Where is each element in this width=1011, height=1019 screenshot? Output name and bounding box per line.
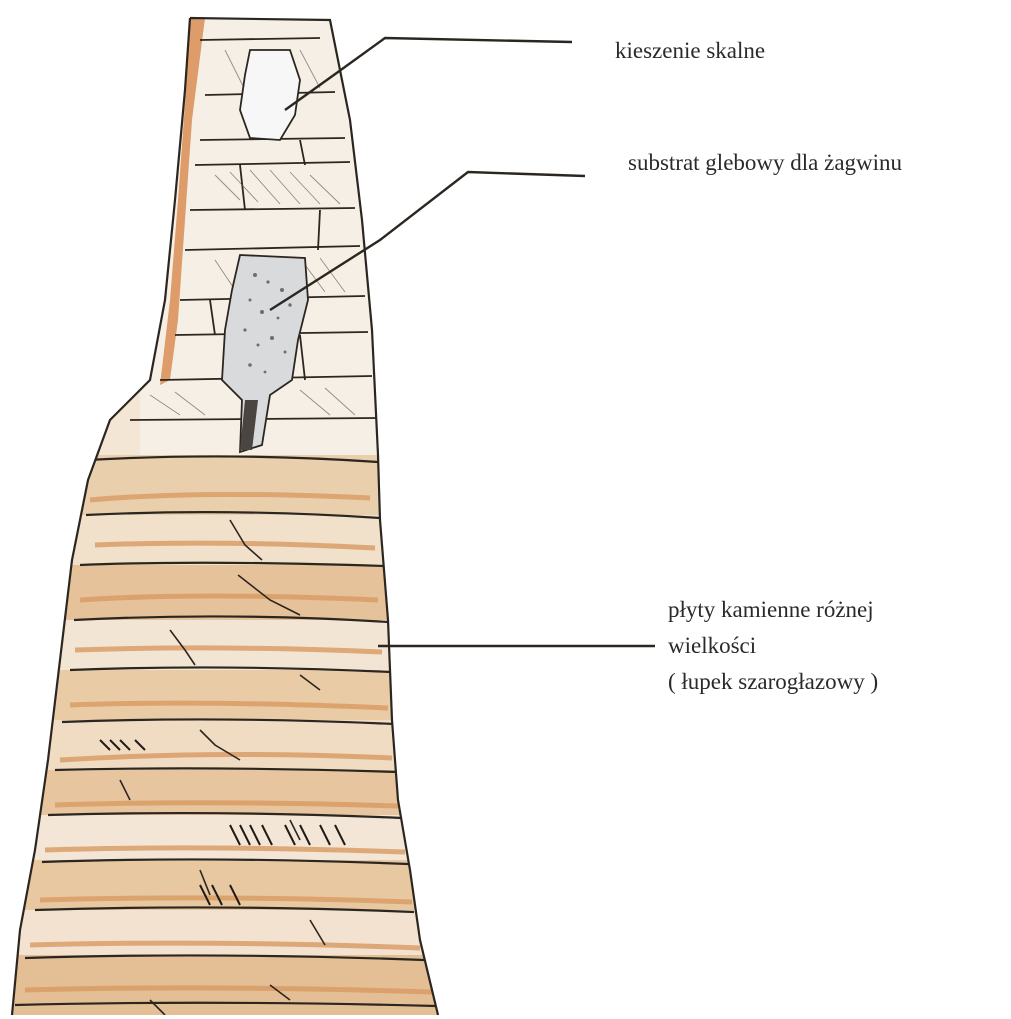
label-stone-slabs-line2: wielkości: [668, 628, 878, 664]
label-soil-substrate: substrat glebowy dla żagwinu: [628, 148, 902, 178]
label-stone-slabs-line3: ( łupek szarogłazowy ): [668, 664, 878, 700]
label-rock-pockets: kieszenie skalne: [615, 36, 765, 66]
label-stone-slabs-line1: płyty kamienne różnej: [668, 592, 878, 628]
label-stone-slabs: płyty kamienne różnej wielkości ( łupek …: [668, 592, 878, 700]
